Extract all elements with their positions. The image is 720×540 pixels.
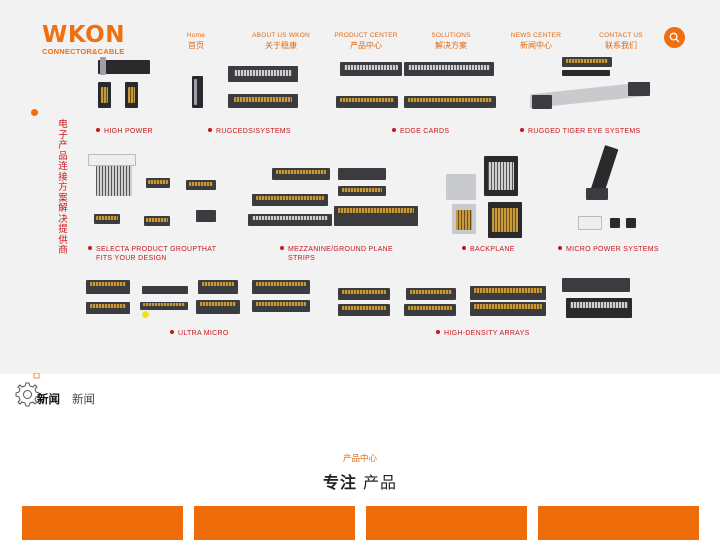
category-selecta-label: SELECTA PRODUCT GROUPTHAT bbox=[96, 246, 217, 253]
category-rugged-systems[interactable]: RUGCEDSISYSTEMS bbox=[208, 128, 291, 137]
search-button[interactable] bbox=[664, 27, 685, 48]
nav-home-cn: 首页 bbox=[188, 41, 204, 50]
category-high-density-label: HIGH-DENSITY ARRAYS bbox=[444, 330, 530, 337]
nav-contact[interactable]: CONTACT US 联系我们 bbox=[597, 31, 645, 52]
cursor-highlight bbox=[142, 311, 149, 318]
product-card-2[interactable] bbox=[194, 506, 355, 540]
section-title: 专注 产品 bbox=[0, 469, 720, 493]
category-micro-power[interactable]: MICRO POWER SYSTEMS bbox=[558, 246, 659, 255]
news-gear-icon bbox=[15, 373, 40, 407]
nav-home-en: Home bbox=[186, 32, 206, 39]
nav-about[interactable]: ABOUT US WKON 关于稳康 bbox=[250, 31, 312, 52]
product-card-3[interactable] bbox=[366, 506, 527, 540]
nav-product-en: PRODUCT CENTER bbox=[334, 32, 398, 39]
category-rugged-systems-label: RUGCEDSISYSTEMS bbox=[216, 128, 291, 135]
category-ultra-micro-label: ULTRA MICRO bbox=[178, 330, 229, 337]
nav-product-cn: 产品中心 bbox=[350, 41, 382, 50]
category-backplane-label: BACKPLANE bbox=[470, 246, 515, 253]
search-icon bbox=[669, 32, 680, 43]
news-tab[interactable]: 新闻 bbox=[72, 392, 95, 406]
vertical-slogan: 电子产品连接方案解决提供商 bbox=[58, 119, 68, 256]
category-edge-cards[interactable]: EDGE CARDS bbox=[392, 128, 449, 137]
brand-logo[interactable]: WKON CONNECTOR&CABLE bbox=[42, 24, 124, 57]
category-backplane[interactable]: BACKPLANE bbox=[462, 246, 515, 255]
slide-indicator-active[interactable] bbox=[31, 109, 38, 116]
nav-about-en: ABOUT US WKON bbox=[252, 32, 310, 39]
category-rugged-tiger-eye-label: RUGGED TIGER EYE SYSTEMS bbox=[528, 128, 641, 135]
nav-product-center[interactable]: PRODUCT CENTER 产品中心 bbox=[334, 31, 398, 52]
nav-solutions[interactable]: SOLUTIONS 解决方案 bbox=[428, 31, 474, 52]
logo-subtitle: CONNECTOR&CABLE bbox=[42, 47, 125, 56]
logo-word: WKON bbox=[42, 22, 125, 48]
nav-home[interactable]: Home 首页 bbox=[182, 31, 210, 52]
category-micro-power-label: MICRO POWER SYSTEMS bbox=[566, 246, 659, 253]
category-edge-cards-label: EDGE CARDS bbox=[400, 128, 450, 135]
nav-solutions-cn: 解决方案 bbox=[435, 41, 467, 50]
section-title-rest: 产品 bbox=[363, 473, 398, 492]
hero-banner: WKON CONNECTOR&CABLE Home 首页 ABOUT US WK… bbox=[0, 0, 720, 374]
news-tab-active[interactable]: 新闻 bbox=[37, 392, 60, 406]
category-ultra-micro[interactable]: ULTRA MICRO bbox=[170, 330, 229, 339]
nav-news-cn: 新闻中心 bbox=[520, 41, 552, 50]
nav-news-en: NEWS CENTER bbox=[510, 32, 562, 39]
category-high-power[interactable]: HIGH POWER bbox=[96, 128, 153, 137]
product-card-1[interactable] bbox=[22, 506, 183, 540]
section-title-bold: 专注 bbox=[322, 473, 357, 492]
product-card-4[interactable] bbox=[538, 506, 699, 540]
nav-about-cn: 关于稳康 bbox=[265, 41, 297, 50]
nav-solutions-en: SOLUTIONS bbox=[431, 32, 471, 39]
nav-news-center[interactable]: NEWS CENTER 新闻中心 bbox=[510, 31, 562, 52]
category-mezzanine-label: MEZZANINE/GROUND PLANE bbox=[288, 246, 393, 253]
category-high-density[interactable]: HIGH-DENSITY ARRAYS bbox=[436, 330, 530, 339]
category-high-power-label: HIGH POWER bbox=[104, 128, 153, 135]
category-rugged-tiger-eye[interactable]: RUGGED TIGER EYE SYSTEMS bbox=[520, 128, 640, 137]
category-selecta-label-line2: FITS YOUR DESIGN bbox=[96, 254, 167, 262]
nav-contact-en: CONTACT US bbox=[599, 32, 643, 39]
category-mezzanine-label-line2: STRIPS bbox=[288, 254, 316, 262]
section-subtitle: 产品中心 bbox=[342, 454, 377, 464]
nav-contact-cn: 联系我们 bbox=[605, 41, 637, 50]
